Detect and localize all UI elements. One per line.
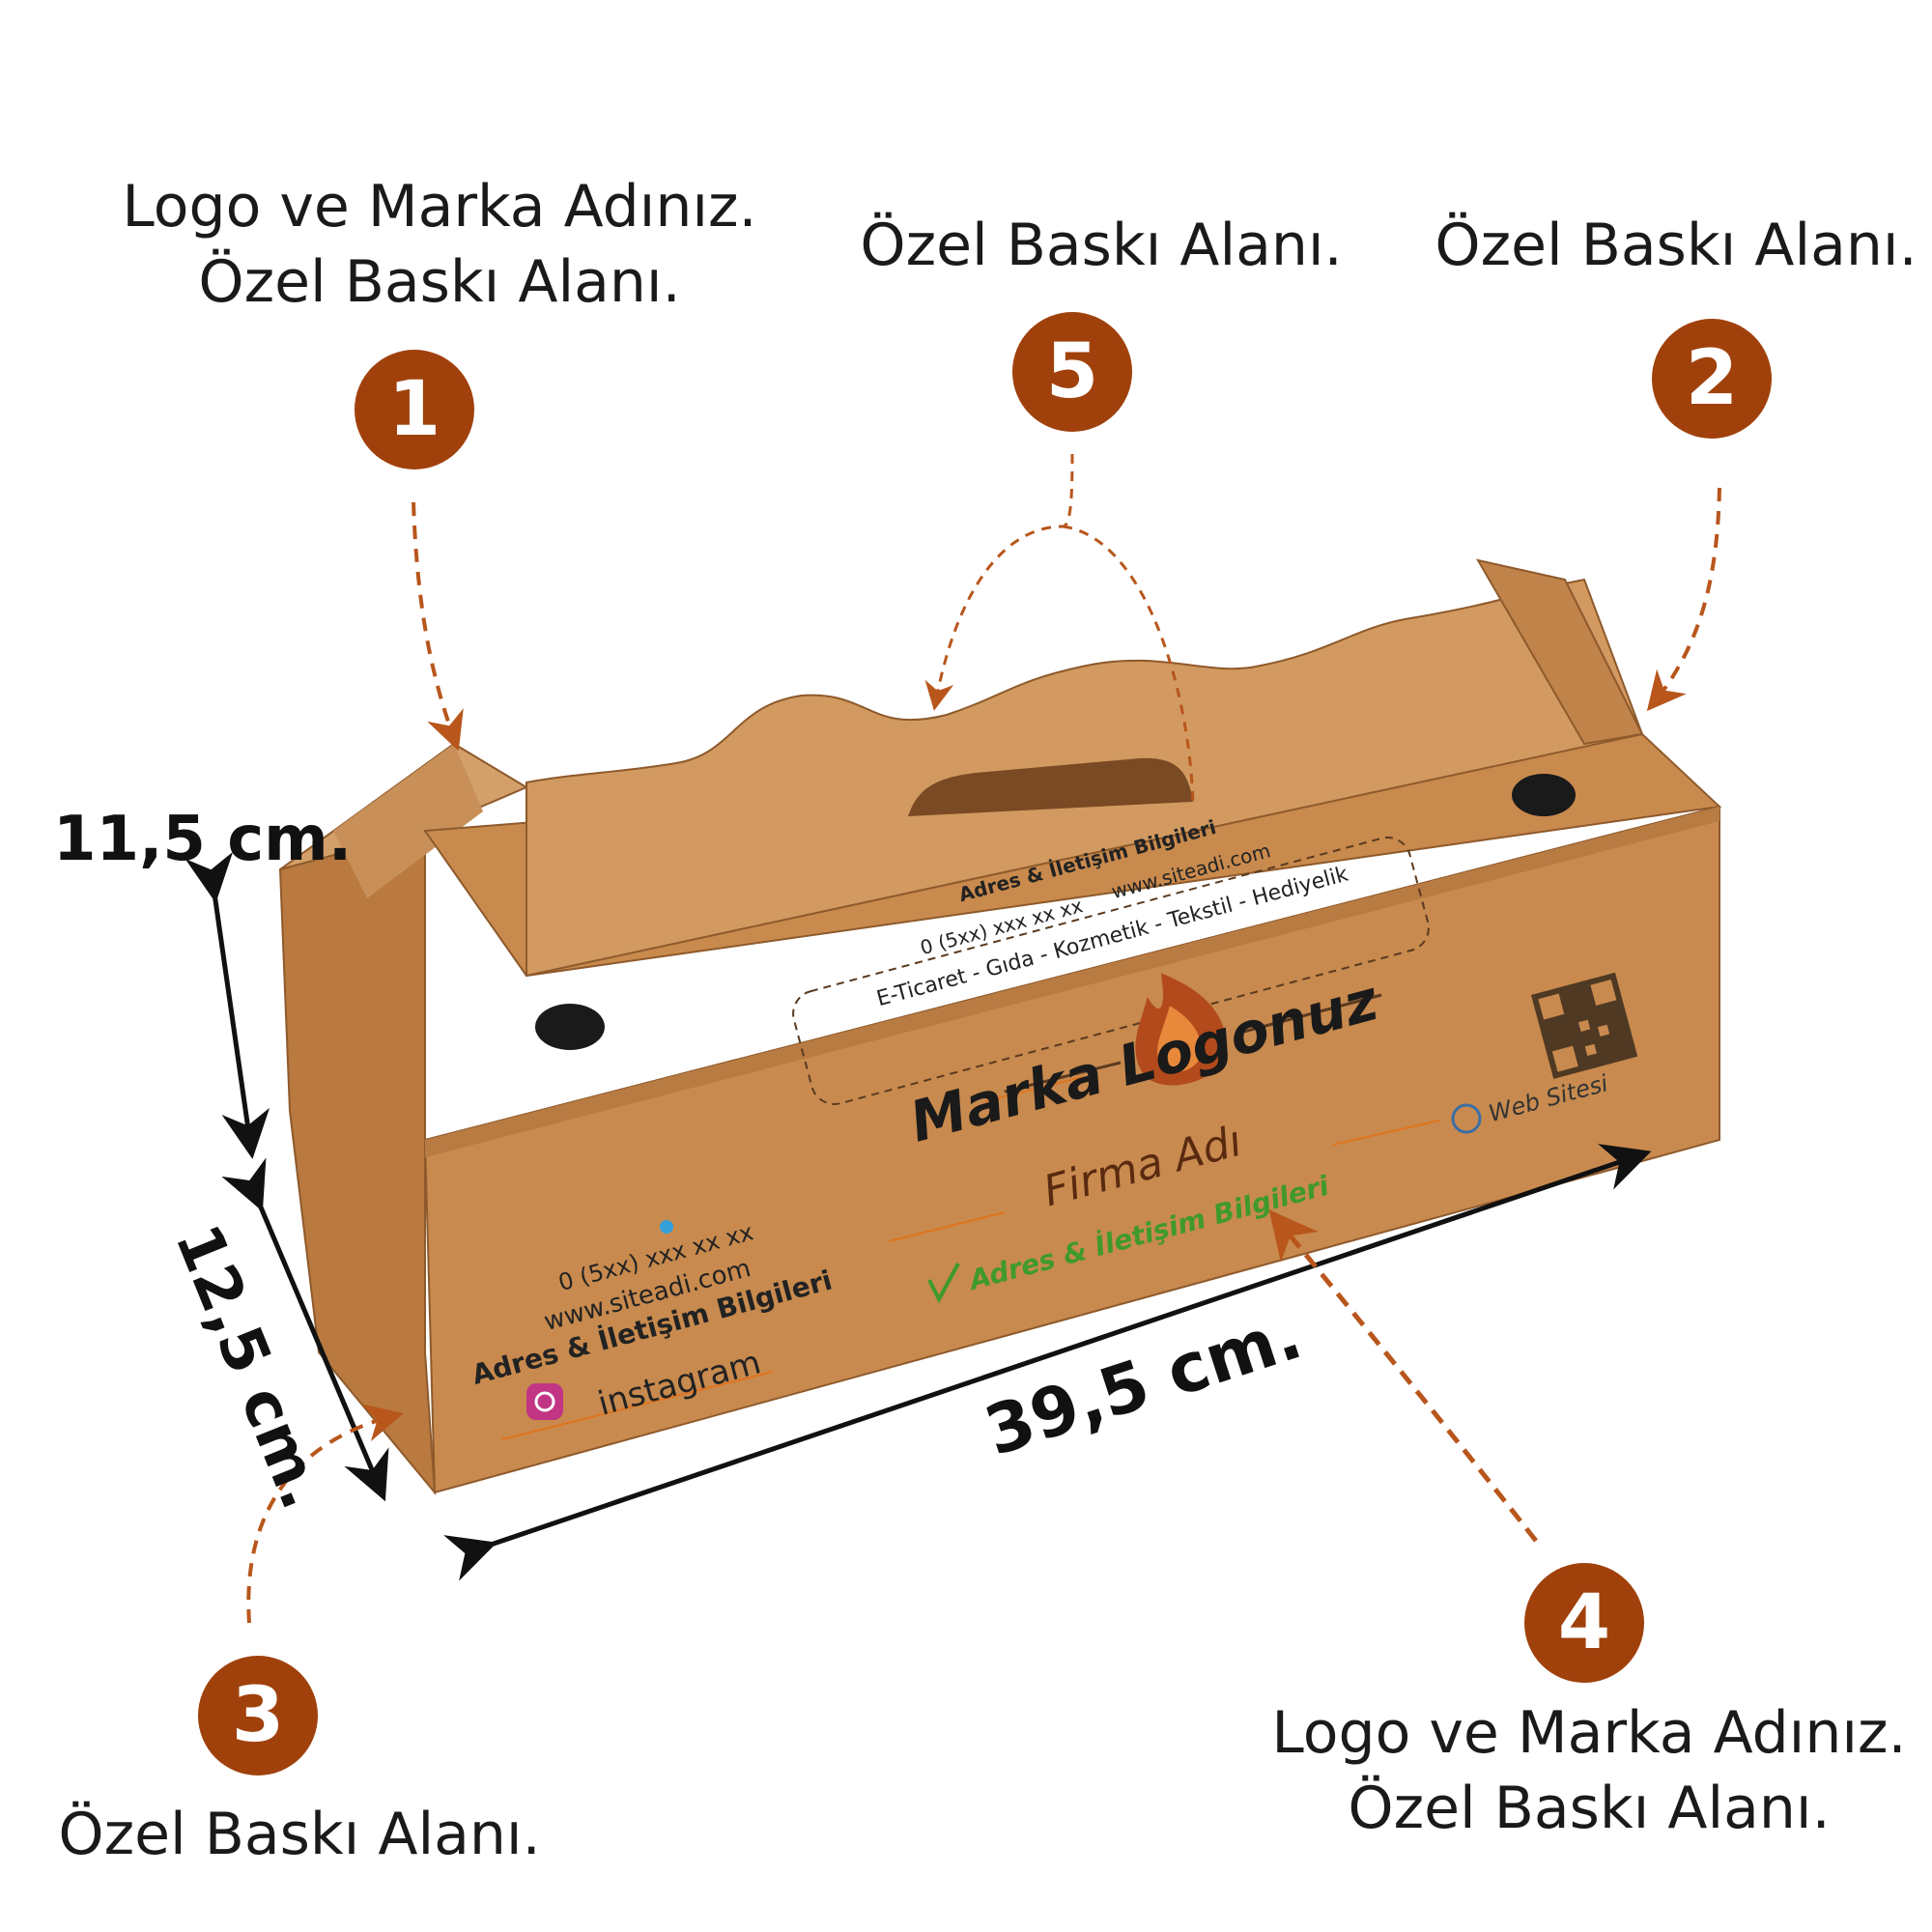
- globe-icon: [1451, 1103, 1482, 1134]
- callout-1-line-1: Logo ve Marka Adınız.: [122, 173, 757, 241]
- callout-5-leader: [924, 453, 1074, 711]
- callout-4-label: Logo ve Marka Adınız. Özel Baskı Alanı.: [1256, 1695, 1922, 1846]
- phone-icon: [660, 1220, 673, 1234]
- callout-1-badge: 1: [355, 350, 474, 469]
- callout-2-label: Özel Baskı Alanı.: [1430, 208, 1922, 283]
- handle-cutout: [908, 757, 1193, 816]
- callout-5-line-1: Özel Baskı Alanı.: [860, 212, 1343, 279]
- callout-1-leader: [412, 501, 464, 752]
- height-dimension: 11,5 cm.: [53, 804, 353, 875]
- callout-2-leader: [1646, 487, 1721, 712]
- box-end-face: [278, 819, 437, 1496]
- callout-3-leader: [246, 1404, 404, 1624]
- callout-2-line-1: Özel Baskı Alanı.: [1435, 212, 1918, 279]
- callout-1-line-2: Özel Baskı Alanı.: [198, 248, 681, 316]
- callout-5-label: Özel Baskı Alanı.: [850, 208, 1352, 283]
- depth-arrow: [221, 1157, 389, 1502]
- callout-1-label: Logo ve Marka Adınız. Özel Baskı Alanı.: [116, 169, 763, 320]
- callout-4-line-2: Özel Baskı Alanı.: [1348, 1775, 1831, 1842]
- qr-code: [1531, 972, 1638, 1079]
- height-arrow: [185, 851, 270, 1159]
- callout-3-label: Özel Baskı Alanı.: [48, 1797, 551, 1872]
- callout-3-line-1: Özel Baskı Alanı.: [58, 1801, 541, 1868]
- vent-hole-left: [535, 1004, 605, 1050]
- callout-4-line-1: Logo ve Marka Adınız.: [1271, 1699, 1907, 1767]
- right-flap: [1475, 558, 1644, 746]
- flame-logo: [1135, 973, 1227, 1086]
- instagram-icon: [526, 1383, 563, 1420]
- callout-4-badge: 4: [1524, 1563, 1644, 1683]
- vent-hole-right: [1512, 774, 1576, 816]
- callout-2-badge: 2: [1652, 319, 1772, 439]
- length-arrow: [443, 1144, 1652, 1581]
- callout-4-leader: [1268, 1209, 1538, 1543]
- callout-3-badge: 3: [198, 1656, 318, 1776]
- callout-5-badge: 5: [1012, 312, 1132, 432]
